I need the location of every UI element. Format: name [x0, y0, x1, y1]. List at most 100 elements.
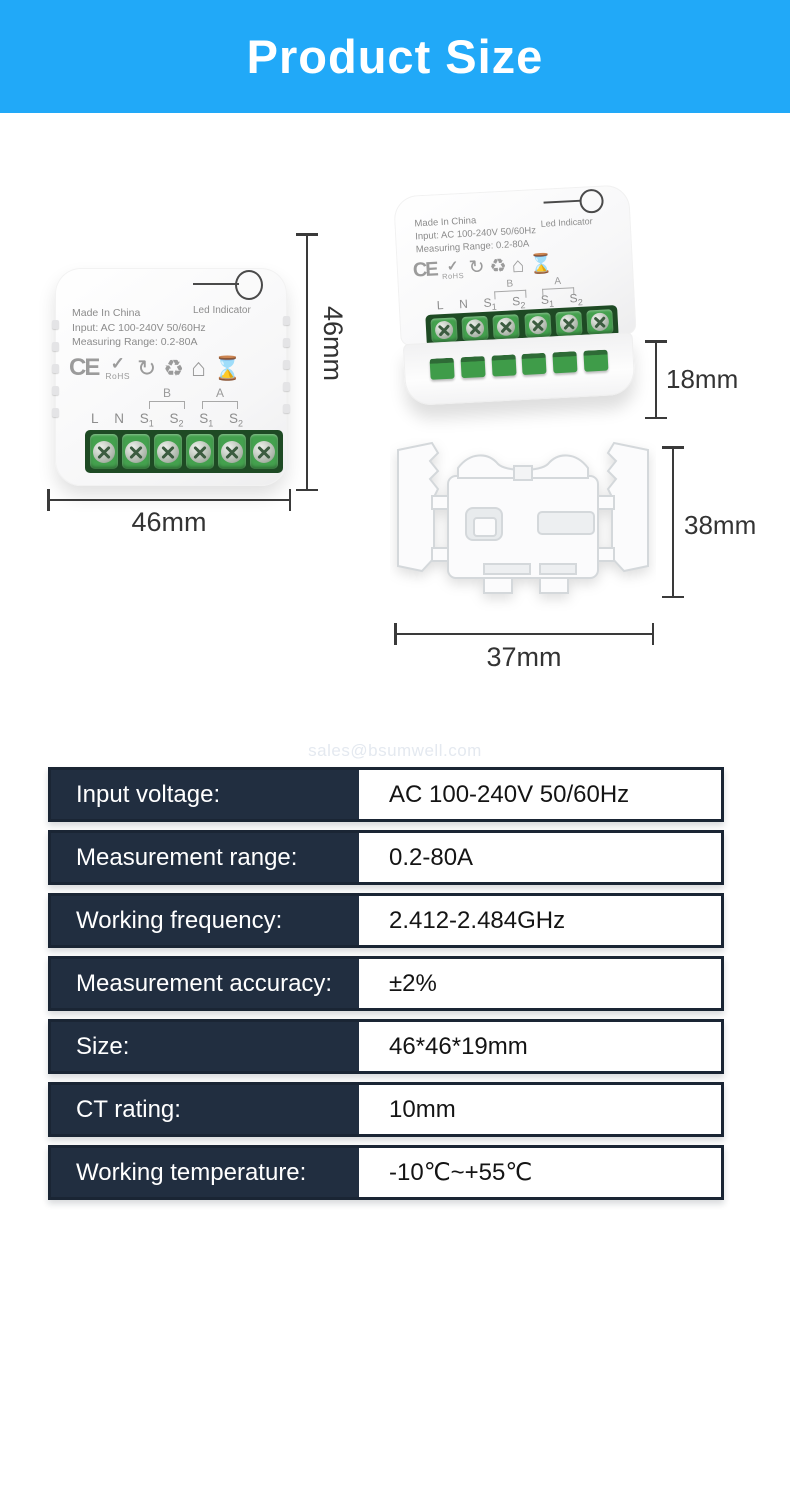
screw-head	[496, 317, 516, 337]
rohs-check-icon: ✓RoHS	[105, 354, 131, 382]
ce-mark-icon: CE	[412, 258, 438, 282]
screw-head	[434, 320, 454, 340]
terminal-label: L	[91, 411, 99, 426]
screw-head	[189, 440, 211, 463]
bracket-foot	[539, 577, 569, 594]
dimension-line-bracket-height	[662, 446, 684, 598]
made-in-text: Made In China	[72, 307, 141, 319]
certification-icons-row: CE✓RoHS↻♻⌂⌛	[69, 354, 242, 382]
led-indicator-label: Led Indicator	[193, 305, 251, 316]
bracket-hole-left-inner	[473, 517, 497, 537]
weee-crossed-bin-icon: ⌛	[213, 354, 242, 381]
spec-label: Measurement accuracy:	[51, 959, 359, 1008]
led-indicator-hole	[578, 188, 605, 214]
bracket-slot-bottom	[483, 563, 531, 575]
terminal-group-b-label: B	[162, 386, 171, 400]
screw-head	[528, 315, 547, 335]
screw-head	[465, 318, 485, 338]
dimension-line-bracket-width	[394, 623, 654, 645]
terminal-label: N	[114, 411, 124, 426]
spec-value: 10mm	[389, 1095, 456, 1123]
spec-table: Input voltage: AC 100-240V 50/60Hz Measu…	[48, 767, 724, 1208]
spec-label: Working temperature:	[51, 1148, 359, 1197]
led-indicator-label: Led Indicator	[540, 216, 593, 229]
case-rib	[283, 360, 290, 369]
terminal-screw	[154, 434, 182, 469]
switch-module-front-view: Led Indicator Made In China Input: AC 10…	[52, 268, 290, 486]
case-rib	[52, 342, 59, 351]
terminal-label: S2	[569, 291, 584, 308]
bracket-left-wing	[397, 441, 440, 573]
recycle-triangle-icon: ♻	[489, 255, 508, 278]
terminal-screw	[430, 317, 458, 343]
terminal-screw	[492, 314, 521, 340]
dimension-label-height: 46mm	[318, 306, 348, 382]
switch-module-3d-view: Led Indicator Made In China Input: AC 10…	[393, 184, 649, 428]
case-rib	[52, 386, 59, 395]
terminal-screw	[122, 434, 150, 469]
case-rib	[283, 338, 290, 347]
case-rib	[52, 320, 59, 329]
terminal-block	[85, 430, 283, 473]
terminal-screw	[250, 434, 278, 469]
dimension-label-bracket-height: 38mm	[684, 510, 757, 540]
terminal-label: S2	[511, 294, 526, 311]
range-text: Measuring Range: 0.2-80A	[72, 336, 198, 348]
bracket-slot-bottom	[539, 563, 577, 575]
spec-value: 2.412-2.484GHz	[389, 906, 566, 934]
green-dot-recycle-icon: ↻	[137, 354, 157, 381]
certification-icons-row: CE✓RoHS↻♻⌂⌛	[412, 252, 553, 282]
watermark-text: sales@bsumwell.com	[308, 741, 482, 760]
input-text: Input: AC 100-240V 50/60Hz	[72, 321, 206, 334]
ce-mark-icon: CE	[69, 354, 100, 381]
terminal-screw	[586, 309, 614, 335]
spec-label: Working frequency:	[51, 896, 359, 945]
spec-value: 0.2-80A	[389, 843, 474, 871]
table-row: Working frequency: 2.412-2.484GHz	[48, 893, 724, 948]
module-3d-top-face: Led Indicator Made In China Input: AC 10…	[393, 184, 637, 347]
led-pointer-line	[543, 199, 582, 204]
table-row: Measurement accuracy: ±2%	[48, 956, 724, 1011]
connector-tooth	[429, 357, 455, 380]
terminal-label: S1	[483, 295, 498, 312]
terminal-label: S2	[169, 411, 184, 429]
screw-head	[253, 440, 275, 463]
house-keep-indoors-icon: ⌂	[190, 353, 207, 382]
header-banner: Product Size	[0, 0, 790, 113]
terminal-screw	[461, 315, 489, 342]
terminal-group-a-bracket	[202, 401, 238, 409]
terminal-label: S1	[199, 411, 214, 429]
module-3d-side-face	[402, 332, 636, 407]
bracket-top-tab	[513, 465, 533, 481]
terminal-screw	[186, 434, 214, 469]
terminal-group-b-bracket	[149, 401, 185, 409]
spec-value: ±2%	[389, 969, 437, 997]
spec-label: Measurement range:	[51, 833, 359, 882]
case-rib	[283, 316, 290, 325]
led-pointer-line	[193, 283, 239, 285]
side-connector-teeth	[429, 349, 609, 380]
spec-label: Input voltage:	[51, 770, 359, 819]
dimension-label-bracket-width: 37mm	[486, 642, 562, 672]
screw-head	[590, 312, 610, 332]
green-dot-recycle-icon: ↻	[468, 256, 486, 279]
connector-tooth	[583, 349, 609, 372]
recycle-triangle-icon: ♻	[163, 354, 184, 381]
screw-head	[559, 314, 579, 333]
spec-label: CT rating:	[51, 1085, 359, 1134]
connector-tooth	[552, 351, 578, 374]
spec-value: AC 100-240V 50/60Hz	[389, 780, 630, 808]
spec-value: -10℃~+55℃	[389, 1159, 533, 1186]
terminal-group-a-label: A	[554, 275, 562, 288]
table-row: Working temperature: -10℃~+55℃	[48, 1145, 724, 1200]
led-indicator-hole	[235, 270, 263, 300]
bracket-foot	[483, 577, 513, 594]
connector-tooth	[491, 354, 517, 377]
dimension-line-width	[47, 489, 291, 511]
spec-label: Size:	[51, 1022, 359, 1071]
screw-head	[157, 440, 179, 463]
case-rib	[52, 408, 59, 417]
mounting-bracket-image	[397, 441, 649, 594]
screw-head	[125, 440, 147, 463]
